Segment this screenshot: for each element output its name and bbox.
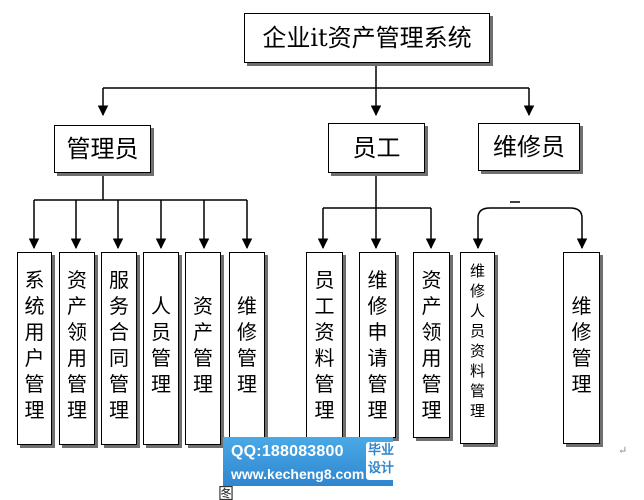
paragraph-mark-icon: ↵ [618, 444, 628, 457]
node-employee-label: 员工 [352, 134, 401, 162]
node-employee-child-3: 资产领用管理 [413, 252, 450, 438]
node-admin: 管理员 [54, 125, 151, 173]
watermark-badge-line-2: 设计 [367, 461, 394, 476]
root-node-label: 企业it资产管理系统 [262, 24, 472, 52]
node-repairer-child-1-label: 维修人员资料管理 [470, 262, 486, 420]
node-employee-child-2: 维修申请管理 [359, 252, 396, 438]
node-admin-child-2: 资产领用管理 [59, 252, 95, 445]
node-repairer-child-2-label: 维修管理 [571, 294, 592, 396]
node-admin-child-2-label: 资产领用管理 [67, 268, 87, 422]
node-admin-child-4: 人员管理 [143, 252, 179, 445]
watermark-qq: QQ:188083800 [231, 443, 344, 460]
node-admin-child-1: 系统用户管理 [17, 252, 52, 445]
node-admin-child-3: 服务合同管理 [101, 252, 137, 445]
node-admin-child-5: 资产管理 [185, 252, 221, 445]
node-employee-child-1: 员工资料管理 [306, 252, 343, 438]
figure-caption: 图 [218, 484, 235, 500]
node-repairer: 维修员 [478, 123, 580, 171]
node-employee-child-2-label: 维修申请管理 [367, 268, 388, 422]
node-admin-child-3-label: 服务合同管理 [109, 268, 129, 422]
node-repairer-child-2: 维修管理 [563, 252, 600, 444]
node-repairer-label: 维修员 [493, 133, 565, 161]
node-admin-child-6: 维修管理 [229, 252, 265, 445]
node-admin-child-5-label: 资产管理 [193, 294, 213, 396]
root-node: 企业it资产管理系统 [244, 13, 490, 63]
node-admin-child-4-label: 人员管理 [151, 294, 171, 396]
node-employee: 员工 [328, 123, 425, 173]
watermark-banner: QQ:188083800 www.kecheng8.com 毕业 设计 [223, 437, 396, 486]
watermark-badge: 毕业 设计 [366, 442, 396, 480]
connector-repairer-curve [477, 207, 583, 248]
watermark-badge-line-1: 毕业 [367, 443, 394, 458]
node-employee-child-1-label: 员工资料管理 [314, 268, 335, 422]
node-admin-child-6-label: 维修管理 [237, 294, 257, 396]
watermark-url: www.kecheng8.com [231, 466, 365, 482]
node-admin-label: 管理员 [66, 135, 139, 163]
node-admin-child-1-label: 系统用户管理 [24, 268, 45, 422]
node-repairer-child-1: 维修人员资料管理 [460, 252, 495, 444]
node-employee-child-3-label: 资产领用管理 [421, 268, 442, 422]
